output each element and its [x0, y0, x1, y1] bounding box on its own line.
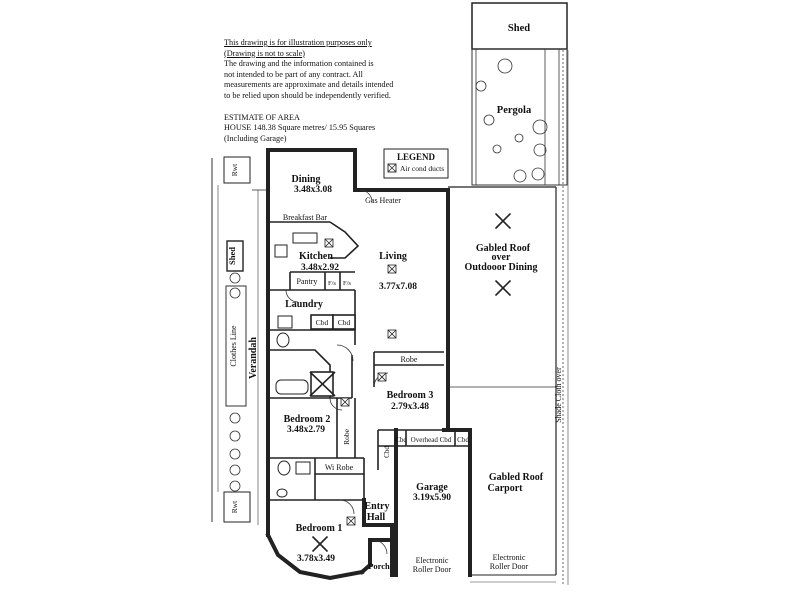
- room-bedroom-2-size: 3.48x2.79: [287, 425, 325, 435]
- cooktop-icon: [274, 244, 288, 258]
- verandah-label: Verandah: [248, 337, 259, 379]
- toilet-icon: [276, 332, 290, 348]
- roller-door-label: Electronic: [493, 553, 526, 562]
- room-kitchen-size: 3.48x2.92: [301, 263, 339, 273]
- room-kitchen: Kitchen: [299, 251, 333, 262]
- plant-icon: [229, 272, 241, 492]
- side-shed-label: Shed: [227, 247, 237, 265]
- fridge-space-label: F/s: [328, 280, 336, 287]
- room-dining-size: 3.48x3.08: [294, 185, 332, 195]
- roller-door-label: Electronic: [416, 556, 449, 565]
- roller-door-label: Roller Door: [490, 562, 529, 571]
- air-duct-icon: [324, 238, 397, 526]
- disclaimer-block: This drawing is for illustration purpose…: [224, 38, 424, 144]
- disclaimer-line: to be relied upon should be independentl…: [224, 90, 391, 100]
- legend-title: LEGEND: [397, 152, 436, 162]
- entry-label: Entry: [365, 501, 390, 512]
- outdoor-dining-label: Gabled Roof: [476, 243, 531, 254]
- pantry-label: Pantry: [297, 277, 318, 286]
- clothes-line: [225, 285, 247, 407]
- toilet-icon: [277, 460, 291, 476]
- room-dining: Dining: [292, 174, 321, 185]
- clothes-line-label: Clothes Line: [229, 325, 238, 367]
- pergola-label: Pergola: [497, 105, 532, 116]
- overhead-cupboard-label: Overhead Cbd: [411, 436, 452, 444]
- area-house: HOUSE 148.38 Square metres/ 15.95 Square…: [224, 123, 376, 133]
- hall-label: Hall: [367, 512, 386, 523]
- side-shed: [226, 240, 244, 272]
- room-garage: Garage: [416, 482, 448, 493]
- pergola-outline: [471, 48, 568, 186]
- disclaimer-line: This drawing is for illustration purpose…: [224, 38, 372, 47]
- shed-outline: [471, 2, 568, 50]
- bathtub-icon: [275, 379, 309, 395]
- disclaimer-line: not intended to be part of any contract.…: [224, 69, 363, 79]
- sink-icon: [277, 315, 293, 329]
- cupboard-label: Cbd: [395, 436, 407, 444]
- robe-label: Robe: [401, 355, 418, 364]
- room-laundry: Laundry: [285, 299, 323, 310]
- cupboard-label: Cbd: [316, 318, 329, 327]
- basin-icon: [276, 488, 288, 498]
- rwt-label: Rwt: [230, 500, 239, 513]
- room-bedroom-1: Bedroom 1: [296, 523, 343, 534]
- rainwater-tank: [223, 156, 251, 184]
- rainwater-tank: [223, 491, 251, 523]
- shed-label: Shed: [508, 23, 530, 34]
- cupboard-label: Cbd: [383, 446, 391, 458]
- plant-icon: [475, 58, 548, 183]
- room-living-size: 3.77x7.08: [379, 282, 417, 292]
- rwt-label: Rwt: [230, 163, 239, 176]
- room-bedroom-3-size: 2.79x3.48: [391, 402, 429, 412]
- room-bedroom-3: Bedroom 3: [387, 390, 434, 401]
- disclaimer-line: measurements are approximate and details…: [224, 80, 394, 90]
- outdoor-dining-label: Outdooor Dining: [465, 262, 538, 273]
- gas-heater-label: Gas Heater: [365, 196, 401, 205]
- robe-label: Robe: [342, 428, 351, 445]
- cupboard-label: Cbd: [457, 436, 469, 444]
- cupboard-label: Cbd: [338, 318, 351, 327]
- area-heading: ESTIMATE OF AREA: [224, 112, 300, 122]
- outdoor-dining-label: over: [492, 252, 511, 263]
- area-note: (Including Garage): [224, 133, 287, 143]
- walk-in-robe-label: Wi Robe: [325, 463, 354, 472]
- ceiling-fan-icon: [495, 280, 511, 296]
- legend-box: [383, 148, 449, 179]
- disclaimer-line: (Drawing is not to scale): [224, 48, 305, 58]
- disclaimer-line: The drawing and the information containe…: [224, 59, 374, 69]
- room-garage-size: 3.19x5.90: [413, 493, 451, 503]
- shade-cloth-label: Shade Cloth over: [554, 367, 563, 423]
- carport-label: Carport: [488, 483, 524, 494]
- breakfast-bar-label: Breakfast Bar: [283, 213, 328, 222]
- sink-icon: [292, 232, 318, 244]
- carport-label: Gabled Roof: [489, 472, 544, 483]
- roller-door-label: Roller Door: [413, 565, 452, 574]
- ceiling-fan-icon: [495, 213, 511, 229]
- ceiling-fan-icon: [312, 536, 328, 552]
- room-bedroom-1-size: 3.78x3.49: [297, 554, 335, 564]
- room-living: Living: [379, 251, 407, 262]
- legend-item: Air cond ducts: [400, 164, 444, 173]
- room-bedroom-2: Bedroom 2: [284, 414, 331, 425]
- fridge-space-label: F/s: [343, 280, 351, 287]
- sink-icon: [295, 461, 311, 475]
- porch-label: Porch: [368, 561, 390, 571]
